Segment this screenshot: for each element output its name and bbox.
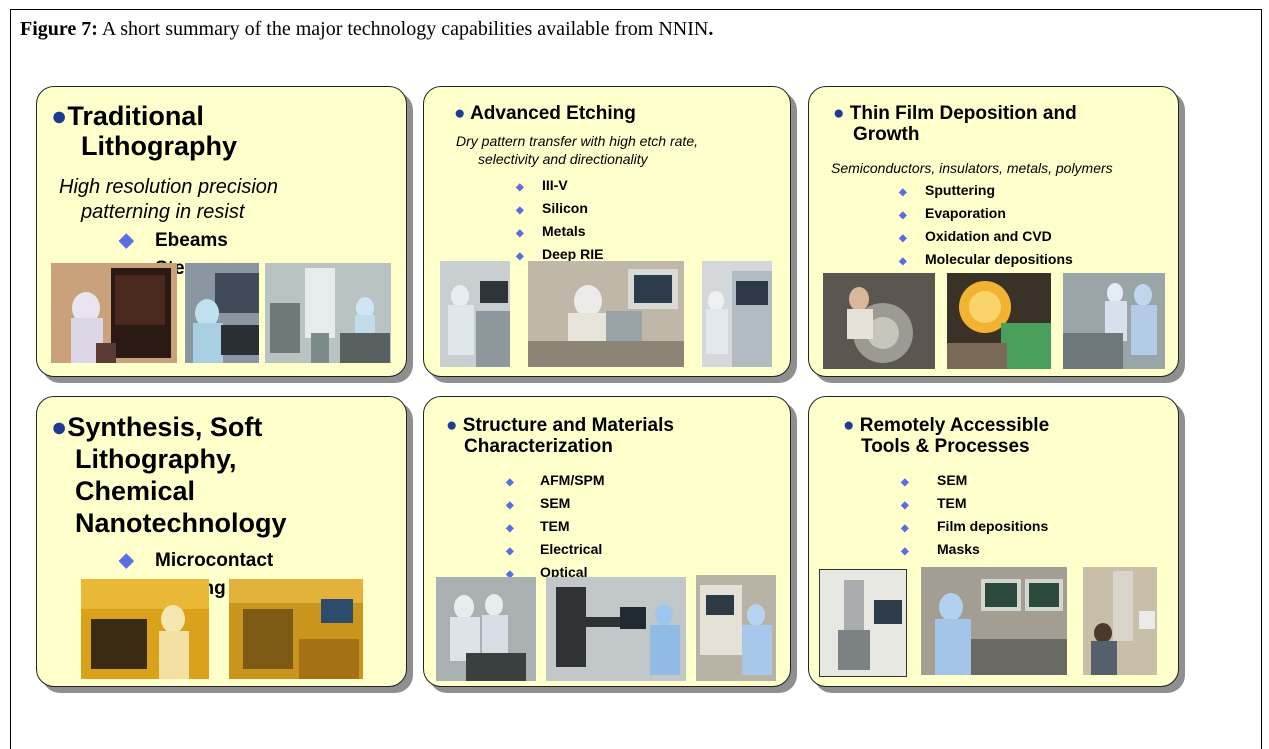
diamond-icon: ◆ (516, 205, 524, 216)
bullet-icon: ● (446, 415, 458, 436)
cleanroom-photo (436, 577, 536, 681)
cleanroom-photo (921, 567, 1067, 675)
cleanroom-photo (819, 569, 907, 677)
list-item: ◆Microcontact (119, 547, 273, 575)
diamond-icon: ◆ (506, 569, 514, 580)
diamond-icon: ◆ (516, 251, 524, 262)
cleanroom-photo (51, 263, 177, 363)
figure-caption-text: A short summary of the major technology … (97, 18, 709, 40)
item-list: ◆Sputtering ◆Evaporation ◆Oxidation and … (899, 180, 1073, 272)
list-item: ◆Molecular depositions (899, 249, 1073, 272)
list-item: ◆Masks (901, 539, 1048, 562)
diamond-icon: ◆ (516, 228, 524, 239)
diamond-icon: ◆ (119, 550, 134, 571)
list-item: ◆AFM/SPM (506, 470, 605, 493)
diamond-icon: ◆ (899, 256, 907, 267)
diamond-icon: ◆ (899, 210, 907, 221)
cleanroom-photo (185, 263, 259, 363)
list-item: ◆Sputtering (899, 180, 1073, 203)
list-item: ◆Electrical (506, 539, 605, 562)
bullet-icon: ● (51, 412, 68, 442)
diamond-icon: ◆ (516, 182, 524, 193)
item-list: ◆AFM/SPM ◆SEM ◆TEM ◆Electrical ◆Optical (506, 470, 605, 585)
diamond-icon: ◆ (899, 187, 907, 198)
list-item: ◆SEM (901, 470, 1048, 493)
bullet-icon: ● (454, 103, 466, 124)
diamond-icon: ◆ (506, 546, 514, 557)
cleanroom-photo (696, 575, 776, 681)
cleanroom-photo (440, 261, 510, 367)
list-item: ◆TEM (901, 493, 1048, 516)
bullet-icon: ● (51, 101, 68, 131)
bullet-icon: ● (833, 103, 845, 124)
figure-caption-period: . (708, 18, 714, 40)
cleanroom-photo (528, 261, 684, 367)
list-item: ◆TEM (506, 516, 605, 539)
list-item: ◆Deep RIE (516, 244, 603, 267)
list-item: ◆Film depositions (901, 516, 1048, 539)
diamond-icon: ◆ (901, 546, 909, 557)
diamond-icon: ◆ (901, 477, 909, 488)
diamond-icon: ◆ (901, 500, 909, 511)
item-list: ◆III-V ◆Silicon ◆Metals ◆Deep RIE (516, 175, 603, 267)
list-item: ◆SEM (506, 493, 605, 516)
figure-caption: Figure 7: A short summary of the major t… (20, 18, 713, 41)
panel-title: ● Advanced Etching (454, 103, 636, 124)
cleanroom-photo (265, 263, 391, 363)
diamond-icon: ◆ (899, 233, 907, 244)
list-item: ◆Metals (516, 221, 603, 244)
cleanroom-photo (947, 273, 1051, 369)
item-list: ◆SEM ◆TEM ◆Film depositions ◆Masks (901, 470, 1048, 562)
panel-advanced-etching: ● Advanced Etching Dry pattern transfer … (423, 86, 791, 377)
diamond-icon: ◆ (119, 230, 134, 251)
list-item: ◆Evaporation (899, 203, 1073, 226)
list-item: ◆Silicon (516, 198, 603, 221)
panel-subtitle: Dry pattern transfer with high etch rate… (456, 133, 698, 167)
list-item: ◆Oxidation and CVD (899, 226, 1073, 249)
list-item: ◆Ebeams (119, 227, 228, 255)
bullet-icon: ● (843, 415, 855, 436)
cleanroom-photo (546, 577, 686, 681)
cleanroom-photo (1063, 273, 1165, 369)
diamond-icon: ◆ (901, 523, 909, 534)
list-item: ◆III-V (516, 175, 603, 198)
panel-subtitle: Semiconductors, insulators, metals, poly… (831, 160, 1113, 176)
cleanroom-photo (823, 273, 935, 369)
cleanroom-photo (229, 579, 363, 679)
cleanroom-photo (81, 579, 209, 679)
cleanroom-photo (1083, 567, 1157, 675)
figure-label: Figure 7: (20, 18, 98, 40)
diamond-icon: ◆ (506, 477, 514, 488)
list-item: ◆Optical (506, 562, 605, 585)
diamond-icon: ◆ (506, 500, 514, 511)
diamond-icon: ◆ (506, 523, 514, 534)
cleanroom-photo (702, 261, 772, 367)
